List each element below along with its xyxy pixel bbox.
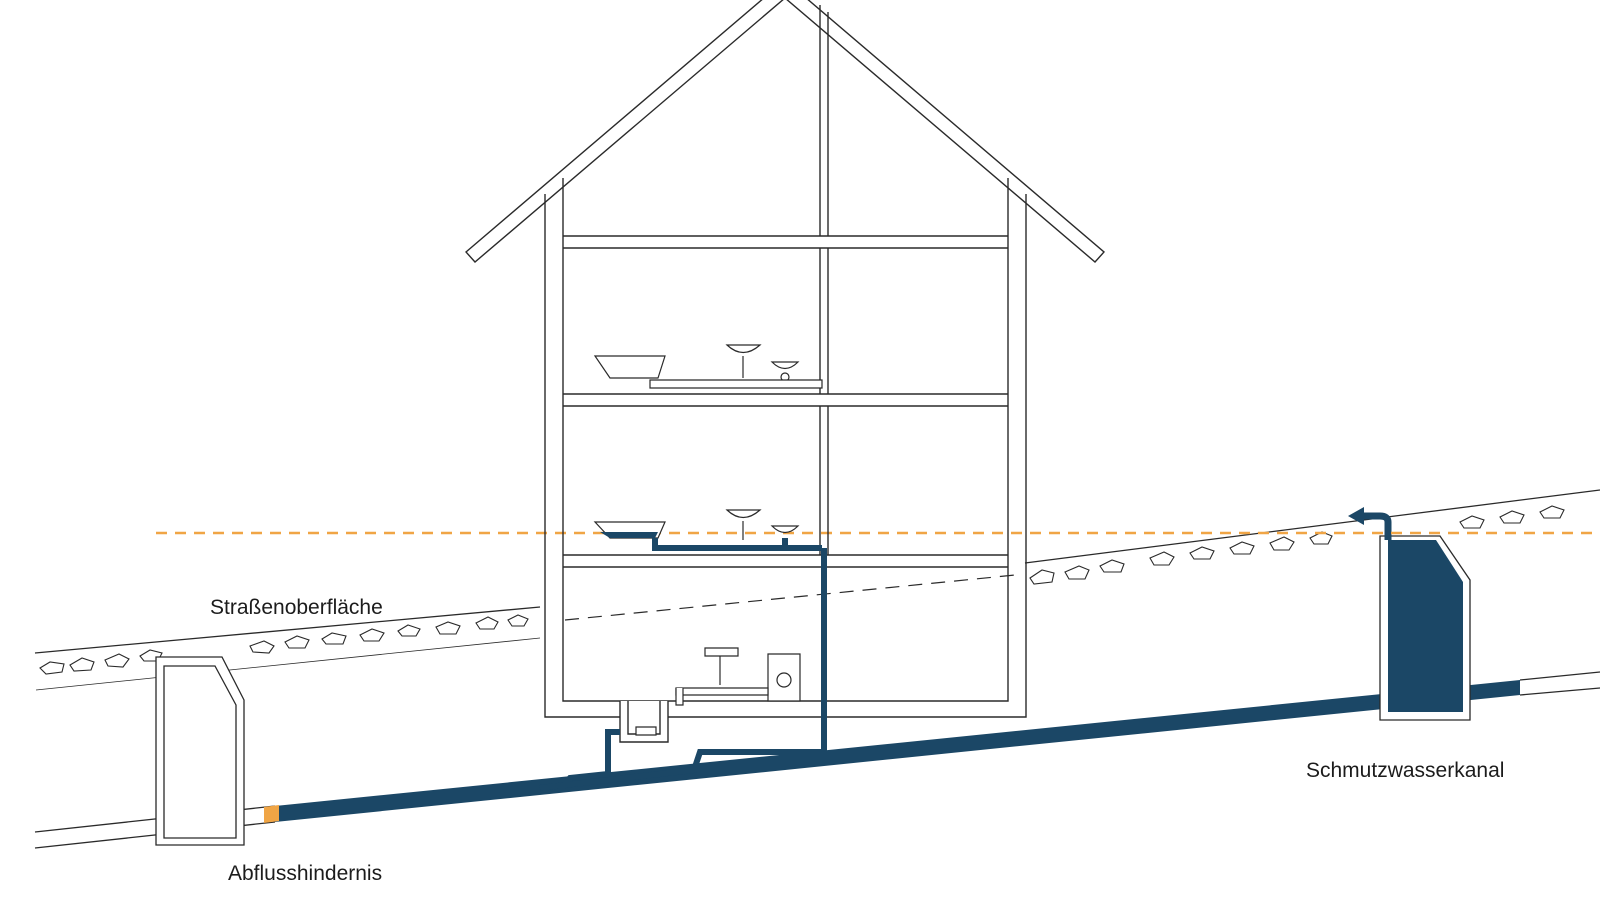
middle-floor-fixtures [593,509,800,540]
sink-middle-icon [725,509,762,519]
upper-floor-fixtures [593,344,823,389]
bathtub-upper-icon [593,355,666,379]
ground-surface [34,489,1600,691]
middle-floor-drain-pipe [652,538,822,551]
flow-obstruction-label: Abflusshindernis [228,862,383,885]
sink-upper-icon [725,344,762,354]
ground-projection-line [564,574,1016,621]
toilet-middle-icon [770,525,800,534]
toilet-upper-icon [770,361,800,370]
sewer-channel-label: Schmutzwasserkanal [1306,759,1505,782]
soil-stones [39,505,1565,675]
basement-fixtures [675,647,801,706]
street-surface-label: Straßenoberfläche [210,596,383,619]
house-drain-pipes [539,548,827,792]
right-sewer-shaft [1379,535,1471,721]
basement-sink-icon [704,647,739,657]
left-inspection-shaft [155,656,245,846]
overflow-arrow-icon [1348,507,1392,540]
house-roof [464,0,1106,263]
sewer-pipe-filled [275,680,1520,822]
backflow-valve-icon [635,726,657,736]
obstruction-marker [264,805,279,823]
house [464,0,1106,743]
